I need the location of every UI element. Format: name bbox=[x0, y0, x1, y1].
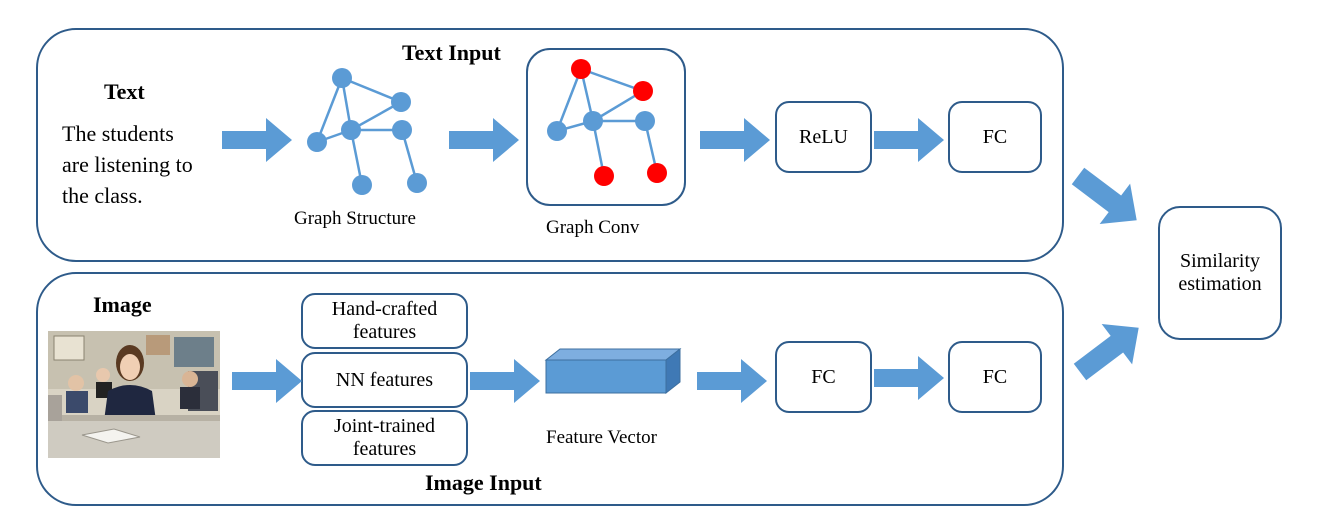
graph-conv-label: Graph Conv bbox=[546, 217, 640, 238]
arrow-right-icon bbox=[470, 359, 540, 403]
image-fc1-box: FC bbox=[775, 341, 872, 413]
sentence-line: are listening to bbox=[62, 152, 193, 177]
feature-vector-icon bbox=[544, 347, 682, 395]
image-fc2-box: FC bbox=[948, 341, 1042, 413]
image-heading: Image bbox=[93, 292, 152, 317]
graph-structure-icon bbox=[307, 68, 427, 195]
classroom-photo bbox=[48, 331, 220, 458]
arrow-right-icon bbox=[874, 118, 944, 162]
hand-crafted-features-box: Hand-crafted features bbox=[301, 293, 468, 349]
image-input-title: Image Input bbox=[425, 470, 542, 495]
arrow-right-icon bbox=[449, 118, 519, 162]
text-heading: Text bbox=[104, 79, 145, 104]
text-fc-box: FC bbox=[948, 101, 1042, 173]
arrow-diagonal-down-icon bbox=[1062, 155, 1152, 241]
similarity-estimation-box: Similarity estimation bbox=[1158, 206, 1282, 340]
joint-trained-features-box: Joint-trained features bbox=[301, 410, 468, 466]
sentence-line: The students bbox=[62, 121, 174, 146]
arrow-right-icon bbox=[232, 359, 302, 403]
nn-features-box: NN features bbox=[301, 352, 468, 408]
image-input-panel bbox=[36, 272, 1064, 506]
arrow-right-icon bbox=[222, 118, 292, 162]
text-input-panel bbox=[36, 28, 1064, 262]
graph-structure-label: Graph Structure bbox=[294, 208, 416, 229]
arrow-right-icon bbox=[700, 118, 770, 162]
sample-sentence: The students are listening to the class. bbox=[62, 118, 193, 211]
sentence-line: the class. bbox=[62, 183, 143, 208]
text-input-title: Text Input bbox=[402, 40, 501, 65]
graph-conv-icon bbox=[547, 59, 667, 186]
relu-box: ReLU bbox=[775, 101, 872, 173]
arrow-right-icon bbox=[697, 359, 767, 403]
feature-vector-label: Feature Vector bbox=[546, 427, 657, 448]
arrow-right-icon bbox=[874, 356, 944, 400]
arrow-diagonal-up-icon bbox=[1064, 307, 1154, 393]
